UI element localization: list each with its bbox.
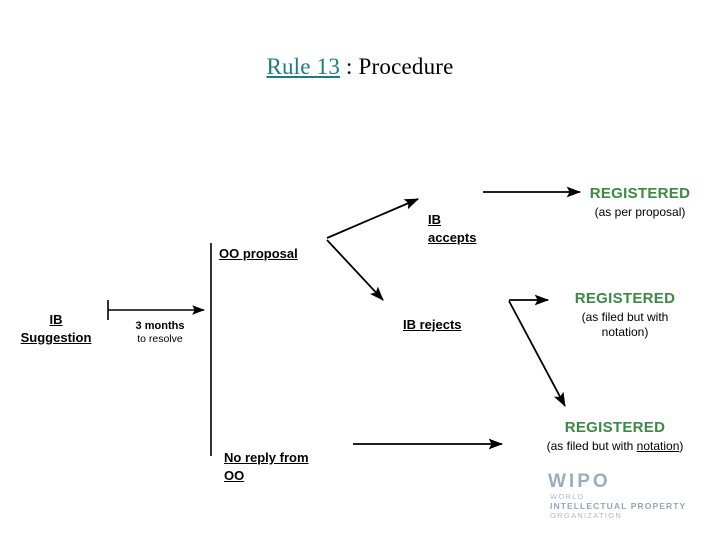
wipo-logo-watermark: WIPO WORLD INTELLECTUAL PROPERTY ORGANIZ… <box>548 471 687 521</box>
outcome-subtext-post: ) <box>679 439 684 453</box>
label-ib-accepts-text: IB accepts <box>428 212 477 245</box>
wipo-tagline-line2: INTELLECTUAL PROPERTY <box>550 501 687 511</box>
outcome-subtext-notation: notation <box>636 439 680 453</box>
outcome-headline: REGISTERED <box>589 185 691 202</box>
arrow-to-ib-rejects <box>326 239 384 301</box>
label-ib-accepts: IB accepts <box>428 193 476 247</box>
arrow-to-ib-accepts <box>326 198 419 239</box>
page-title: Rule 13 : Procedure <box>0 54 720 80</box>
outcome-registered-as-filed-notation: REGISTERED (as filed but with notation) <box>545 290 705 340</box>
outcome-registered-no-reply: REGISTERED (as filed but with notation) <box>520 419 710 454</box>
outcome-headline: REGISTERED <box>574 290 676 307</box>
outcome-registered-as-per-proposal: REGISTERED (as per proposal) <box>560 185 720 220</box>
label-ib-suggestion: IB Suggestion <box>8 293 104 347</box>
wipo-wordmark: WIPO <box>548 471 611 492</box>
outcome-subtext-line2: notation) <box>601 325 649 339</box>
outcome-subtext: (as filed but with notation) <box>520 439 710 454</box>
duration-main: 3 months <box>135 320 185 332</box>
label-ib-suggestion-text: IB Suggestion <box>20 312 92 345</box>
label-ib-rejects-text: IB rejects <box>403 317 462 332</box>
wipo-tagline-line3: ORGANIZATION <box>550 511 623 520</box>
outcome-subtext-line1: (as filed but with <box>581 310 669 324</box>
rule-link[interactable]: Rule 13 <box>266 54 341 79</box>
outcome-subtext: (as per proposal) <box>594 205 686 219</box>
duration-sub: to resolve <box>137 333 183 345</box>
label-ib-rejects: IB rejects <box>403 298 462 334</box>
label-no-reply-from-oo-text: No reply from OO <box>224 450 309 483</box>
wipo-tagline-line1: WORLD <box>550 492 585 501</box>
label-oo-proposal-text: OO proposal <box>219 246 298 261</box>
page-title-rest: : Procedure <box>340 54 454 79</box>
outcome-subtext-pre: (as filed but with <box>546 439 637 453</box>
label-oo-proposal: OO proposal <box>219 227 298 263</box>
outcome-headline: REGISTERED <box>564 419 666 436</box>
label-no-reply-from-oo: No reply from OO <box>224 431 309 485</box>
duration-annotation: 3 months to resolve <box>110 320 210 346</box>
